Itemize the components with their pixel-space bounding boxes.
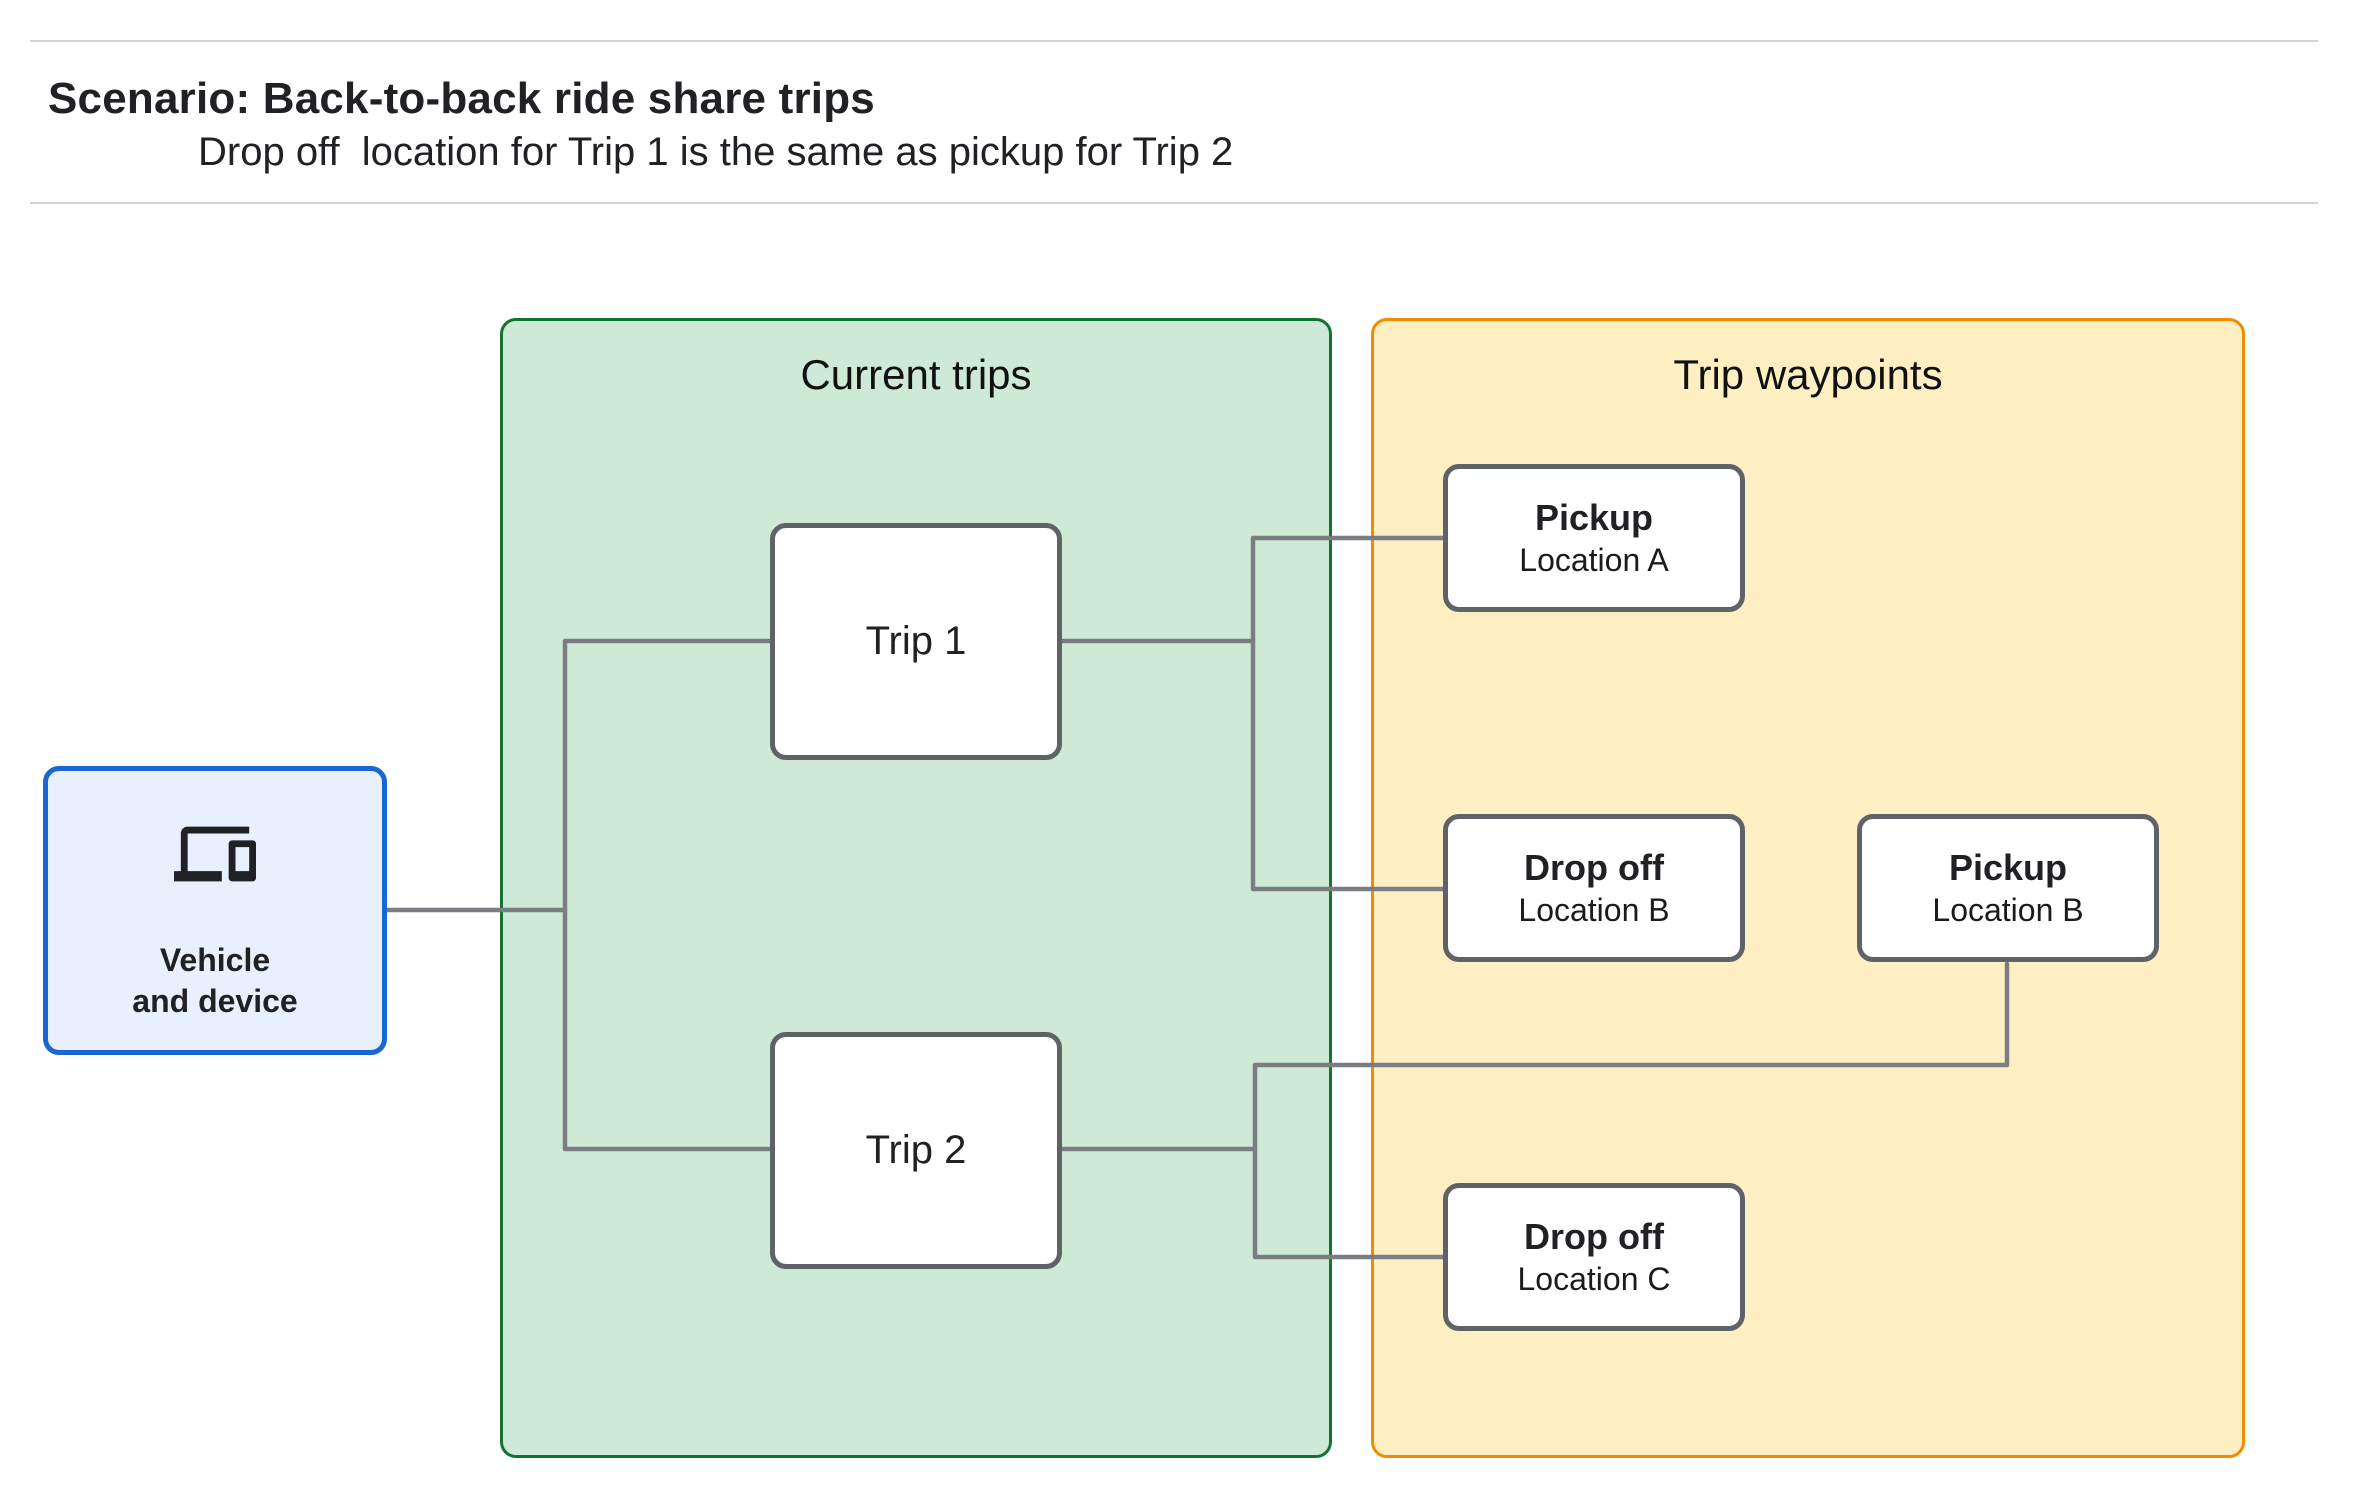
trip-1-node: Trip 1 [770, 523, 1062, 760]
waypoint-title: Pickup [1948, 847, 2068, 889]
current-trips-title: Current trips [800, 351, 1032, 398]
waypoint-title: Pickup [1534, 497, 1654, 539]
waypoint-dropoff-location-c: Drop off Location C [1443, 1183, 1745, 1331]
vehicle-device-node: Vehicle and device [43, 766, 387, 1055]
page-subtitle: Drop off location for Trip 1 is the same… [198, 130, 1234, 174]
divider-top [30, 40, 2318, 42]
divider-bottom [30, 202, 2318, 204]
waypoint-subtitle: Location C [1517, 1260, 1671, 1297]
waypoint-pickup-location-a: Pickup Location A [1443, 464, 1745, 612]
vehicle-device-label: Vehicle and device [132, 940, 297, 1022]
waypoint-title: Drop off [1524, 847, 1664, 889]
connector-split-to-trips [562, 638, 773, 1152]
waypoint-dropoff-location-b: Drop off Location B [1443, 814, 1745, 962]
page-title: Scenario: Back-to-back ride share trips [48, 74, 875, 123]
trip-2-node: Trip 2 [770, 1032, 1062, 1269]
trip-waypoints-title: Trip waypoints [1673, 351, 1943, 398]
trip-1-label: Trip 1 [865, 619, 967, 663]
vehicle-device-label-line1: Vehicle [159, 942, 271, 979]
devices-icon [174, 826, 256, 882]
waypoint-subtitle: Location A [1519, 541, 1669, 578]
connector-trip2-waypoints [1252, 961, 2010, 1260]
waypoint-pickup-location-b: Pickup Location B [1857, 814, 2159, 962]
waypoint-subtitle: Location B [1518, 891, 1670, 928]
vehicle-device-label-line2: and device [132, 983, 298, 1020]
waypoint-title: Drop off [1524, 1216, 1664, 1258]
connector-trip1-waypoints [1250, 535, 1446, 892]
trip-2-label: Trip 2 [865, 1128, 967, 1172]
waypoint-subtitle: Location B [1932, 891, 2084, 928]
